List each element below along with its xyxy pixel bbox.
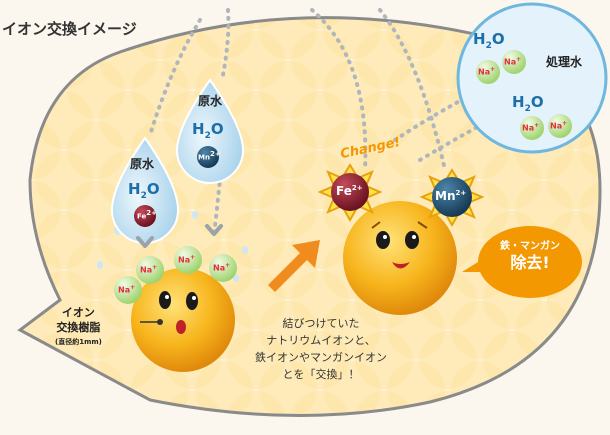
na-ion-label: Na+ <box>522 122 540 133</box>
mn-ion-label-captured: Mn2+ <box>435 189 467 203</box>
fe-ion-drop <box>134 205 156 227</box>
removal-badge-text: 鉄・マンガン 除去! <box>482 239 578 271</box>
sodium-ions-processed <box>476 50 572 140</box>
mn-ion-label-drop: Mn2+ <box>198 150 221 162</box>
flow-line-mn <box>378 8 447 172</box>
na-ion-label: Na+ <box>140 264 158 275</box>
na-ion-label: Na+ <box>118 284 136 295</box>
flow-line-fe <box>310 8 368 172</box>
na-ion-label: Na+ <box>504 56 522 67</box>
h2o-label-drop1: H2O <box>128 180 160 201</box>
flow-line-raw2 <box>220 8 231 82</box>
processed-water-circle <box>456 2 608 154</box>
caption-line4: とを「交換」！ <box>282 368 360 381</box>
caption-line1: 結びつけていた <box>282 317 360 330</box>
h2o-label-processed2: H2O <box>512 93 544 114</box>
removal-badge-line1: 鉄・マンガン <box>500 241 560 252</box>
process-arrow <box>268 240 320 292</box>
resin-label-line2: 交換樹脂 <box>56 321 101 334</box>
na-ion-label: Na+ <box>478 66 496 77</box>
resin-label-line1: イオン <box>61 306 95 319</box>
caption-line2: ナトリウムイオンと、 <box>266 334 376 347</box>
na-ion-label: Na+ <box>178 254 196 265</box>
raw-water-label-2: 原水 <box>198 94 223 108</box>
raw-water-label-1: 原水 <box>130 157 155 171</box>
sodium-ions-left <box>114 246 237 304</box>
exchange-caption: 結びつけていた ナトリウムイオンと、 鉄イオンやマンガンイオン とを「交換」！ <box>255 315 387 383</box>
mn-ion-drop <box>197 146 219 168</box>
na-ion-label: Na+ <box>213 262 231 273</box>
resin-label: イオン 交換樹脂 (直径約1mm) <box>55 305 102 350</box>
raw-water-drop-mn <box>175 78 245 184</box>
resin-size-note: (直径約1mm) <box>55 338 102 346</box>
down-chevrons <box>136 224 223 248</box>
h2o-label-drop2: H2O <box>192 120 224 141</box>
fe-ion-label-captured: Fe2+ <box>336 184 363 198</box>
processed-water-label: 処理水 <box>546 55 583 69</box>
mn-ion-captured <box>432 177 472 217</box>
page-title: イオン交換イメージ <box>2 20 137 38</box>
h2o-label-processed1: H2O <box>473 30 505 51</box>
raw-water-drop-fe <box>110 136 180 244</box>
caption-line3: 鉄イオンやマンガンイオン <box>255 351 387 364</box>
resin-ball-before <box>131 268 235 372</box>
na-ion-label: Na+ <box>550 120 568 131</box>
removal-badge-line2: 除去! <box>510 253 550 272</box>
flow-line-raw1 <box>148 18 202 137</box>
fe-ion-captured <box>331 173 369 211</box>
fe-ion-label-drop: Fe2+ <box>137 209 157 221</box>
flow-line-to-processed2 <box>418 108 512 162</box>
removal-badge <box>462 226 582 298</box>
resin-ball-after <box>343 201 457 315</box>
